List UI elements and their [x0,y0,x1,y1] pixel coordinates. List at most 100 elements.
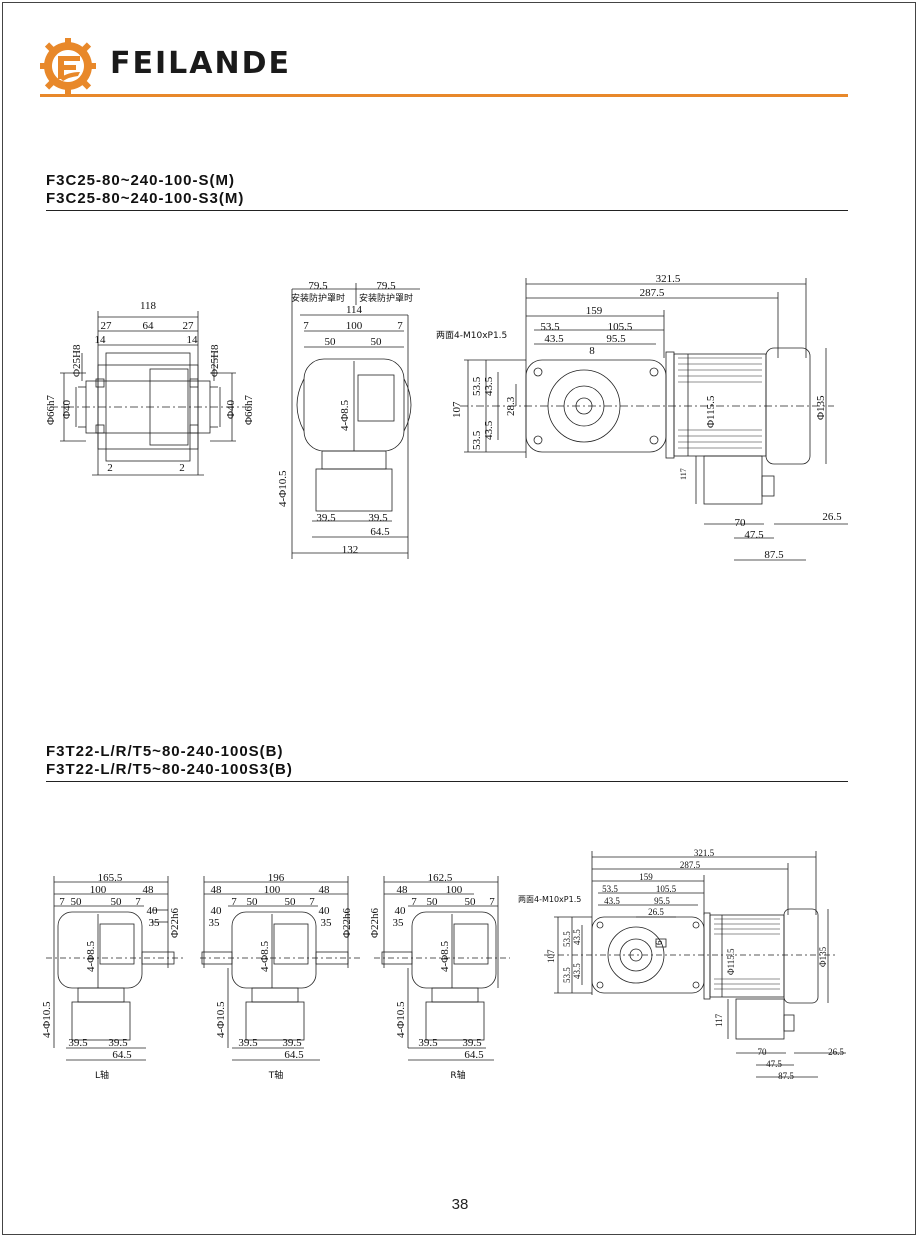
header: FEILANDE [40,38,850,98]
t-dim-f1: 39.5 [238,1037,258,1049]
dim-v-53-5-top: 53.5 [471,376,483,396]
l-dim-shaft: 48 [143,884,155,896]
dim-overall: 118 [140,300,157,312]
r-dim-base-holes: 4-Φ10.5 [395,1001,407,1038]
note-thread: 两面4-M10xP1.5 [436,330,507,341]
l-shaft-caption: L轴 [95,1069,109,1081]
t-dim-shaft-r: 48 [319,884,331,896]
t-dim-base-holes: 4-Φ10.5 [215,1001,227,1038]
dim-105-5: 105.5 [608,321,633,333]
m2-dim-box-87-5: 87.5 [778,1071,794,1081]
dim-flange-left: 14 [95,334,107,346]
brand-name: FEILANDE [110,46,291,81]
dim-gearbox: 159 [586,305,603,317]
dim-half-left: 50 [325,336,337,348]
r-dim-s35: 35 [393,917,405,929]
dim-edge-left: 7 [303,320,309,332]
r-dim-e2: 7 [489,896,495,908]
t-dim-e1: 7 [231,896,237,908]
l-dim-h2: 50 [111,896,123,908]
t-dim-body: 100 [264,884,281,896]
t-dim-f3: 64.5 [284,1049,304,1061]
r-dim-overall: 162.5 [428,872,453,884]
dim-box-87-5: 87.5 [764,549,784,561]
m2-dim-v-43-5-top: 43.5 [572,929,582,945]
l-dim-f1: 39.5 [68,1037,88,1049]
dim-v-43-5-bot: 43.5 [483,420,495,440]
t-dim-h2: 50 [285,896,297,908]
dim-holes: 4-Φ8.5 [339,400,351,431]
l-dim-s40: 40 [147,905,159,917]
l-shaft-view-drawing: 165.5 100 48 7 50 50 7 40 35 Φ22h6 4-Φ8.… [41,872,184,1081]
t-dim-shaft-l: 48 [211,884,223,896]
dim-od-left: Φ66h7 [45,394,57,425]
r-dim-body: 100 [446,884,463,896]
m2-dim-95-5: 95.5 [654,896,670,906]
dim-base-total: 132 [342,544,359,556]
m2-dim-26-5: 26.5 [648,907,664,917]
r-dim-holes: 4-Φ8.5 [439,941,451,972]
r-dim-f2: 39.5 [462,1037,482,1049]
dim-inner: 100 [346,320,363,332]
model-title-2a: F3T22-L/R/T5~80-240-100S(B) [46,743,284,760]
t-shaft-caption: T轴 [268,1069,284,1081]
dim-8: 8 [589,345,595,357]
m2-dim-box-26-5: 26.5 [828,1047,844,1057]
page-number: 38 [451,1196,469,1213]
m2-dim-v-53-5-top: 53.5 [562,931,572,947]
dim-v-43-5-top: 43.5 [483,376,495,396]
header-accent-rule [40,94,848,97]
model-title-1a: F3C25-80~240-100-S(M) [46,172,235,189]
dim-od-right: Φ66h7 [243,394,255,425]
m2-dim-box-47-5: 47.5 [766,1059,782,1069]
t-dim-holes: 4-Φ8.5 [259,941,271,972]
dim-flange-right: 14 [187,334,199,346]
t-dim-shaft-dia: Φ22h6 [341,907,353,938]
side-view-drawing: 118 27 64 27 14 14 Φ25H8 Φ25H8 Φ66h7 Φ40… [45,300,255,476]
dim-left-gap: 27 [101,320,113,332]
t-dim-s40-l: 40 [211,905,223,917]
dim-step-left: 2 [107,462,113,474]
dim-box-47-5: 47.5 [744,529,764,541]
dim-id-right: Φ40 [225,399,237,419]
r-dim-f1: 39.5 [418,1037,438,1049]
dim-motor-dia: Φ115.5 [705,395,717,428]
dim-height: 107 [451,401,463,418]
dim-total: 321.5 [656,273,681,285]
m2-dim-v-53-5-bot: 53.5 [562,967,572,983]
t-dim-overall: 196 [268,872,285,884]
dim-43-5: 43.5 [544,333,564,345]
dim-bore-right: Φ25H8 [209,344,221,377]
dim-width: 114 [346,304,363,316]
l-dim-h1: 50 [71,896,83,908]
dim-foot-total: 64.5 [370,526,390,538]
dim-95-5: 95.5 [606,333,626,345]
m2-dim-gear-motor: 287.5 [680,860,701,870]
dim-bore-left: Φ25H8 [71,344,83,377]
section-rule-1 [46,210,848,211]
section-rule-2 [46,781,848,782]
dim-53-5: 53.5 [540,321,560,333]
r-shaft-view-drawing: 162.5 48 100 40 35 7 50 50 7 Φ22h6 4-Φ8.… [370,872,510,1081]
gear-f-logo-icon [40,38,96,94]
model-title-1b: F3C25-80~240-100-S3(M) [46,190,245,207]
dim-guard-right: 79.5 [376,280,396,292]
dim-gear-motor: 287.5 [640,287,665,299]
t-shaft-view-drawing: 196 48 100 48 40 35 7 50 50 7 40 35 Φ22h… [200,872,360,1081]
t-dim-f2: 39.5 [282,1037,302,1049]
r-dim-f3: 64.5 [464,1049,484,1061]
m2-dim-motor-dia: Φ115.5 [726,948,736,975]
dim-guard-left: 79.5 [308,280,328,292]
dim-v-53-5-bot: 53.5 [471,430,483,450]
m2-dim-105-5: 105.5 [656,884,677,894]
l-dim-holes: 4-Φ8.5 [85,941,97,972]
t-dim-s35-r: 35 [321,917,333,929]
dim-box-height: 117 [679,468,688,480]
l-dim-s35: 35 [149,917,161,929]
r-dim-h1: 50 [427,896,439,908]
dim-right-gap: 27 [183,320,195,332]
dim-center: 64 [143,320,155,332]
dim-id-left: Φ40 [61,399,73,419]
m2-note-thread: 两面4-M10xP1.5 [518,895,581,904]
